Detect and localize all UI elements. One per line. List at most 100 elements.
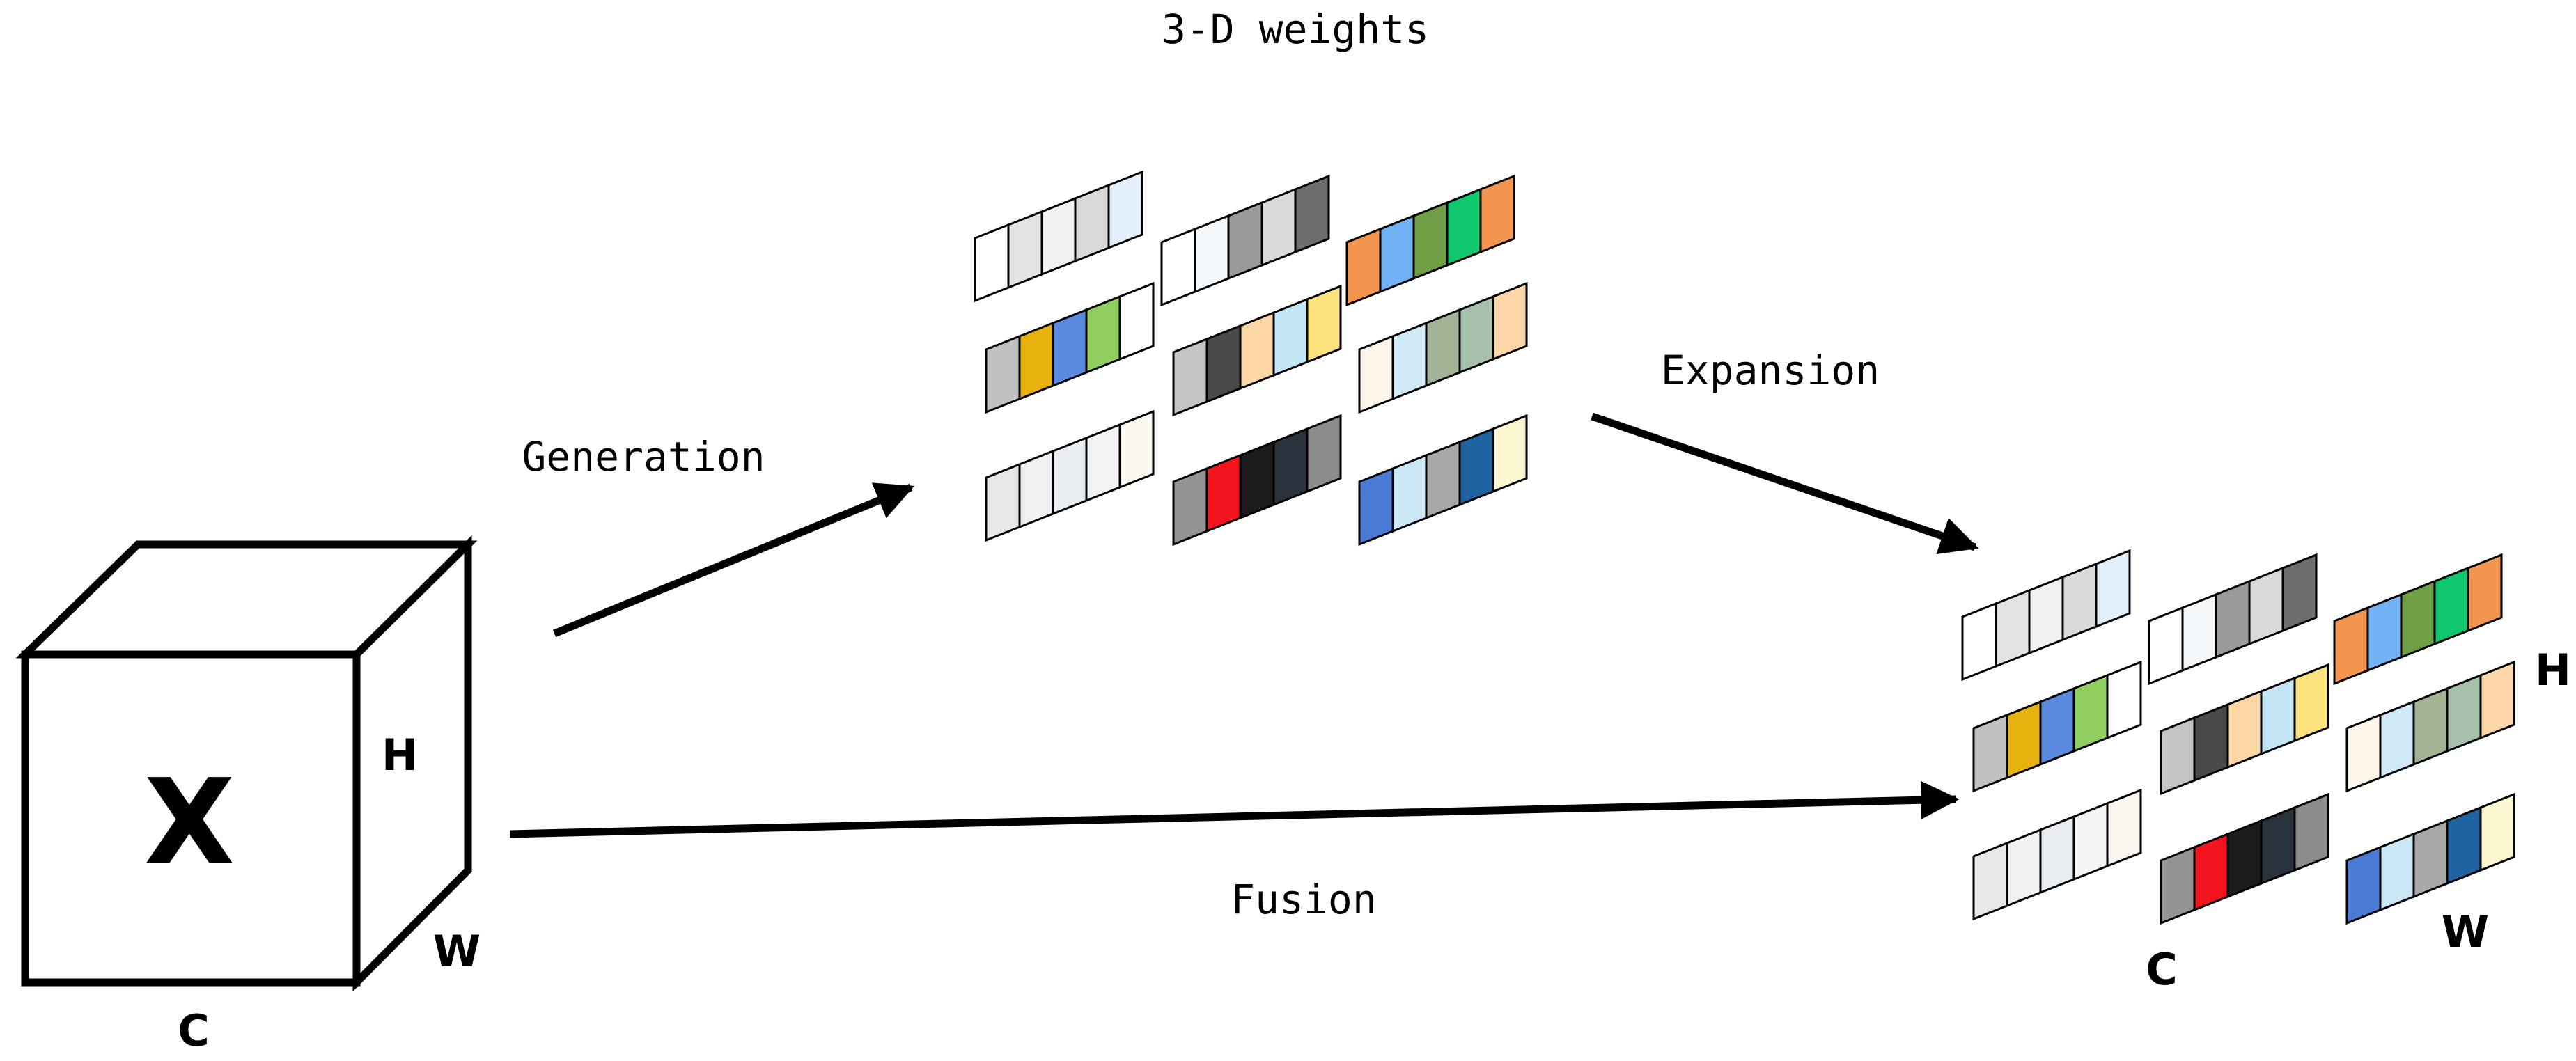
output-strip-3-cell-5 (2467, 553, 2503, 633)
cube-front-face (21, 650, 361, 987)
weights-strip-9-cell-3 (1425, 440, 1461, 520)
weights-strip-1-cell-5 (1107, 170, 1143, 250)
output-strip-9-cell-4 (2446, 805, 2482, 886)
output-strip-2-cell-1 (2148, 606, 2184, 686)
output-strip-7-cell-4 (2072, 801, 2109, 881)
output-strip-7-cell-5 (2106, 788, 2142, 868)
weights-strip-2-cell-2 (1194, 214, 1230, 294)
weights-strip-5 (1172, 284, 1342, 417)
cube-dim-c: C (178, 1005, 210, 1056)
weights-strip-6-cell-2 (1391, 321, 1428, 401)
weights-strip-9-cell-5 (1492, 414, 1528, 494)
fusion-label: Fusion (1231, 876, 1377, 923)
output-strip-6-cell-2 (2379, 700, 2415, 780)
output-strip-2 (2148, 553, 2318, 686)
output-strip-8-cell-4 (2260, 805, 2296, 886)
output-strip-1-cell-5 (2095, 549, 2131, 629)
weights-strip-9-cell-2 (1391, 453, 1428, 533)
weights-strip-2-cell-5 (1294, 174, 1330, 254)
output-strip-3-cell-3 (2400, 579, 2436, 659)
output-grid (1961, 549, 2515, 925)
output-strip-6-cell-4 (2446, 673, 2482, 753)
expansion-arrow (1591, 412, 1979, 555)
weights-strip-2 (1160, 174, 1330, 307)
output-dim-w: W (2442, 906, 2489, 957)
output-strip-5-cell-4 (2260, 676, 2296, 756)
weights-strip-9 (1358, 414, 1528, 547)
weights-strip-4-cell-5 (1118, 281, 1155, 361)
weights-strip-4 (985, 281, 1155, 414)
weights-strip-2-cell-4 (1260, 187, 1297, 267)
weights-strip-5-cell-4 (1272, 297, 1309, 377)
generation-label: Generation (522, 433, 765, 480)
weights-strip-8-cell-1 (1172, 466, 1208, 547)
weights-strip-1-cell-1 (974, 223, 1010, 303)
output-strip-1 (1961, 549, 2131, 682)
generation-arrow (552, 482, 915, 638)
output-dim-c: C (2146, 944, 2178, 995)
output-strip-6-cell-3 (2412, 686, 2449, 767)
output-strip-5-cell-1 (2160, 716, 2196, 796)
weights-strip-6-cell-3 (1425, 308, 1461, 388)
weights-strip-3 (1345, 174, 1515, 307)
weights-strip-3-cell-4 (1446, 187, 1482, 267)
output-strip-4-cell-4 (2072, 673, 2109, 753)
output-strip-9-cell-1 (2345, 845, 2382, 925)
output-strip-9-cell-2 (2379, 832, 2415, 912)
weights-strip-4-cell-1 (985, 334, 1021, 414)
output-strip-4-cell-3 (2039, 686, 2075, 767)
weights-strip-3-cell-2 (1379, 214, 1415, 294)
output-strip-1-cell-1 (1961, 602, 1997, 682)
weights-strip-6 (1358, 281, 1528, 414)
output-strip-1-cell-4 (2061, 562, 2098, 642)
weights-strip-8-cell-5 (1306, 414, 1342, 494)
weights-strip-8 (1172, 414, 1342, 547)
weights-strip-6-cell-4 (1458, 294, 1494, 375)
output-strip-2-cell-2 (2181, 592, 2217, 673)
output-strip-3 (2333, 553, 2503, 686)
output-strip-9 (2345, 792, 2515, 925)
output-dim-h: H (2535, 645, 2571, 695)
weights-strip-2-cell-1 (1160, 227, 1196, 307)
weights-strip-9-cell-4 (1458, 427, 1494, 507)
output-strip-4-cell-2 (2006, 700, 2042, 780)
weights-strip-1-cell-4 (1074, 183, 1110, 263)
output-strip-6-cell-5 (2479, 660, 2515, 740)
weights-strip-7-cell-4 (1085, 423, 1121, 503)
weights-strip-2-cell-3 (1227, 201, 1263, 281)
weights-grid (974, 170, 1528, 547)
weights-strip-5-cell-2 (1205, 324, 1242, 404)
output-strip-8-cell-3 (2226, 819, 2263, 899)
weights-strip-8-cell-3 (1239, 440, 1275, 520)
weights-strip-7 (985, 409, 1155, 542)
weights-strip-3-cell-5 (1479, 174, 1515, 254)
weights-strip-7-cell-3 (1052, 436, 1088, 516)
weights-strip-4-cell-4 (1085, 294, 1121, 375)
output-strip-5-cell-5 (2293, 663, 2329, 743)
weights-strip-5-cell-1 (1172, 337, 1208, 417)
input-cube (15, 535, 478, 992)
weights-strip-1 (974, 170, 1143, 303)
weights-strip-5-cell-5 (1306, 284, 1342, 364)
weights-strip-7-cell-5 (1118, 409, 1155, 489)
output-strip-4-cell-5 (2106, 660, 2142, 740)
weights-strip-4-cell-2 (1018, 321, 1054, 401)
weights-strip-3-cell-1 (1345, 227, 1382, 307)
weights-strip-7-cell-2 (1018, 449, 1054, 529)
output-strip-6-cell-1 (2345, 713, 2382, 793)
output-strip-3-cell-4 (2433, 566, 2469, 646)
output-strip-4-cell-1 (1972, 713, 2008, 793)
output-strip-3-cell-2 (2366, 592, 2403, 673)
cube-symbol-x: X (143, 754, 235, 892)
weights-strip-8-cell-2 (1205, 453, 1242, 533)
output-strip-9-cell-5 (2479, 792, 2515, 872)
output-strip-5 (2160, 663, 2329, 796)
output-strip-7-cell-3 (2039, 815, 2075, 895)
output-strip-8-cell-1 (2160, 845, 2196, 925)
output-strip-2-cell-4 (2248, 566, 2284, 646)
cube-dim-h: H (382, 730, 418, 780)
weights-strip-6-cell-5 (1492, 281, 1528, 361)
output-strip-7-cell-1 (1972, 841, 2008, 921)
output-strip-2-cell-5 (2281, 553, 2318, 633)
